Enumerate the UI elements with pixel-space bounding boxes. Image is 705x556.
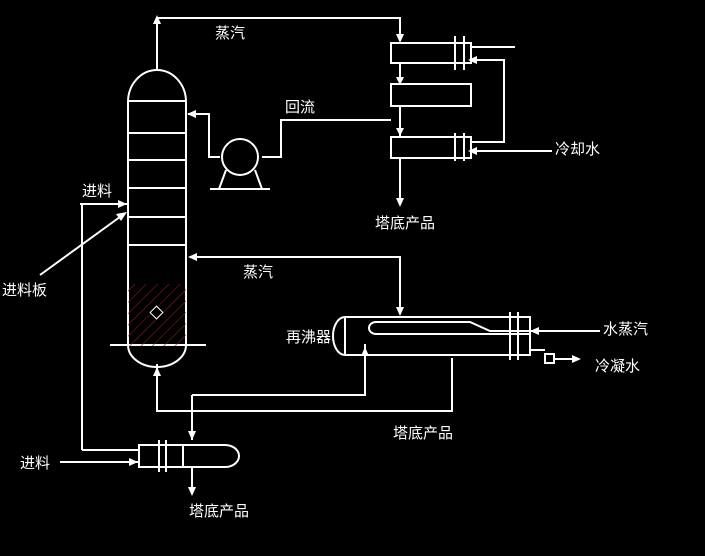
label-steam-top: 蒸汽 [215, 24, 245, 42]
label-feed-top: 进料 [82, 182, 112, 200]
bottoms-line [153, 344, 453, 496]
distillate-product-line [396, 158, 404, 207]
distillation-column [110, 69, 206, 368]
column-trays [128, 132, 186, 246]
condenser-links [396, 63, 404, 137]
label-steam-mid: 蒸汽 [243, 263, 273, 281]
label-cooling-water: 冷却水 [555, 140, 600, 158]
label-reflux: 回流 [285, 98, 315, 116]
feed-plate-pointer [39, 212, 127, 276]
label-condensate: 冷凝水 [595, 357, 640, 375]
bottoms-marker [149, 305, 164, 320]
label-bottom-product-preheater: 塔底产品 [189, 502, 249, 520]
reboiler [332, 312, 600, 364]
label-bottom-product-condenser: 塔底产品 [375, 214, 435, 232]
condenser-2 [390, 83, 472, 107]
label-water-steam: 水蒸汽 [603, 320, 648, 338]
label-reboiler: 再沸器 [286, 328, 331, 346]
condenser-1 [390, 36, 515, 70]
label-bottom-product-reboiler: 塔底产品 [393, 424, 453, 442]
label-feed-plate: 进料板 [2, 281, 47, 299]
label-feed-left: 进料 [20, 454, 50, 472]
reflux-pump-icon [210, 138, 270, 190]
reboiler-vapor-line [188, 253, 404, 316]
condenser-3 [390, 133, 472, 161]
overhead-vapor-line [153, 15, 404, 70]
cooling-water-line [468, 56, 552, 155]
feed-preheater [60, 440, 240, 472]
reflux-line [187, 110, 391, 158]
